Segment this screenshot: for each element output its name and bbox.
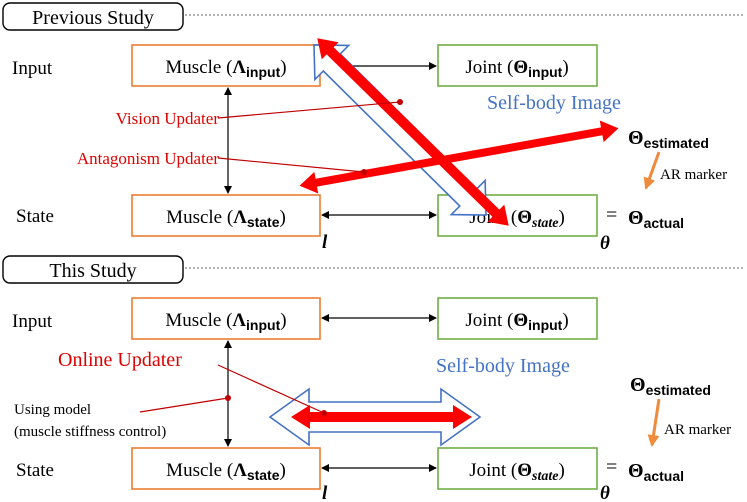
previous-joint-input-box bbox=[437, 44, 598, 87]
previous-study-title: Previous Study bbox=[32, 7, 154, 29]
previous-theta-symbol: θ bbox=[600, 233, 610, 254]
previous-input-label: Input bbox=[12, 58, 53, 79]
current-muscle-input-box bbox=[131, 297, 321, 340]
previous-antagonism-updater-arrow bbox=[299, 120, 619, 194]
current-using-model-leader-line bbox=[139, 397, 229, 413]
current-joint-state-text: Joint (Θstate) bbox=[469, 460, 565, 484]
previous-muscle-input-box bbox=[131, 44, 321, 87]
previous-vision-updater-label: Vision Updater bbox=[116, 109, 220, 128]
current-state-label: State bbox=[16, 460, 54, 481]
this-study-section: This Study Input State Muscle (Λinput) J… bbox=[2, 255, 744, 502]
current-using-model-line1: Using model bbox=[14, 402, 91, 418]
current-ar-marker-label: AR marker bbox=[664, 422, 731, 438]
previous-l-symbol: l bbox=[322, 232, 328, 253]
previous-self-body-image-label: Self-body Image bbox=[487, 92, 621, 114]
previous-joint-input-text: Joint (Θinput) bbox=[465, 57, 568, 80]
current-joint-state-box bbox=[437, 447, 598, 490]
current-using-model-leader-dot bbox=[225, 395, 231, 401]
current-muscle-input-text: Muscle (Λinput) bbox=[165, 310, 286, 333]
current-online-updater-arrow bbox=[291, 405, 472, 429]
previous-vision-leader-dot bbox=[397, 99, 403, 105]
current-online-updater-label: Online Updater bbox=[58, 349, 182, 371]
current-joint-input-text: Joint (Θinput) bbox=[465, 310, 568, 333]
current-input-label: Input bbox=[12, 311, 53, 332]
previous-study-tab bbox=[2, 2, 184, 31]
current-using-model-line2: (muscle stiffness control) bbox=[14, 424, 166, 440]
previous-antagonism-leader-dot bbox=[361, 169, 367, 175]
current-muscle-state-text: Muscle (Λstate) bbox=[166, 460, 286, 483]
current-self-body-image-label: Self-body Image bbox=[436, 355, 570, 377]
current-theta-actual: Θactual bbox=[628, 460, 684, 484]
previous-study-section: Previous Study Input State Muscle (Λinpu… bbox=[2, 2, 744, 254]
previous-muscle-input-text: Muscle (Λinput) bbox=[165, 57, 286, 80]
previous-antagonism-updater-label: Antagonism Updater bbox=[77, 149, 219, 168]
previous-ar-marker-label: AR marker bbox=[660, 167, 727, 183]
previous-vision-updater-arrow bbox=[317, 38, 509, 226]
current-muscle-state-box bbox=[131, 447, 321, 490]
previous-self-body-image-arrow bbox=[313, 44, 487, 216]
this-study-tab bbox=[2, 255, 184, 284]
current-l-symbol: l bbox=[322, 483, 328, 502]
previous-vision-leader-line bbox=[217, 101, 401, 119]
previous-muscle-state-text: Muscle (Λstate) bbox=[166, 207, 286, 230]
previous-ar-marker-arrow bbox=[643, 151, 661, 190]
previous-theta-actual: Θactual bbox=[628, 207, 684, 231]
current-joint-input-box bbox=[437, 297, 598, 340]
current-theta-estimated: Θestimated bbox=[630, 374, 711, 398]
current-ar-marker-arrow bbox=[647, 398, 661, 447]
previous-theta-estimated: Θestimated bbox=[628, 127, 709, 151]
this-study-title: This Study bbox=[49, 260, 136, 282]
current-equals-sign: = bbox=[606, 456, 617, 478]
previous-state-label: State bbox=[16, 206, 54, 227]
current-online-leader-line bbox=[217, 364, 325, 414]
current-online-leader-dot bbox=[321, 410, 327, 416]
previous-antagonism-leader-line bbox=[217, 157, 365, 173]
previous-muscle-state-box bbox=[131, 194, 321, 237]
current-theta-symbol: θ bbox=[600, 483, 610, 502]
previous-equals-sign: = bbox=[606, 204, 617, 226]
